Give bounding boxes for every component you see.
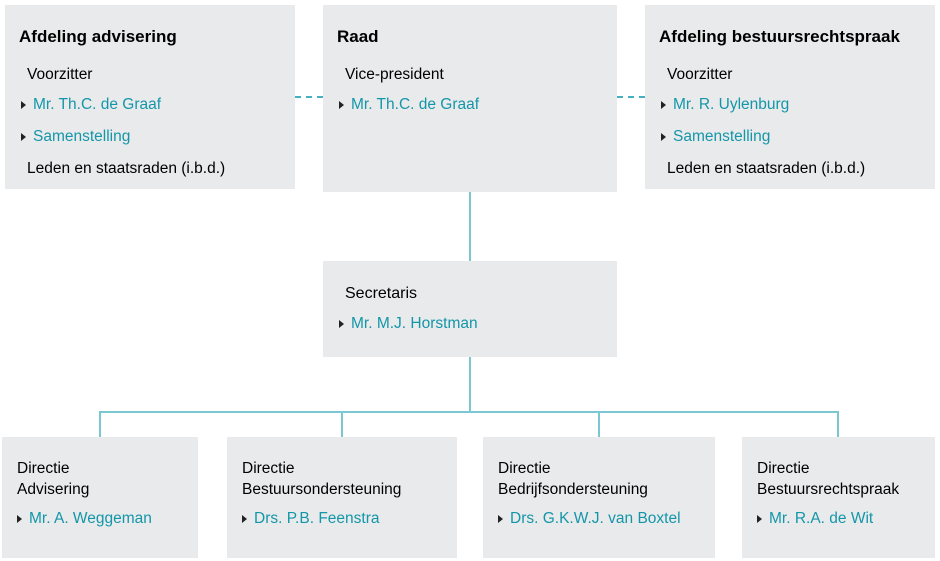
- box-title: Afdeling bestuursrechtspraak: [659, 27, 900, 46]
- arrow-right-icon: [661, 132, 666, 141]
- org-box-directie-bestuursondersteuning: Directie Bestuursondersteuning Drs. P.B.…: [227, 437, 457, 558]
- composition-link[interactable]: Samenstelling: [33, 128, 131, 145]
- connector-drop-directie-bestuursondersteuning: [341, 411, 343, 438]
- composition-link[interactable]: Samenstelling: [673, 128, 771, 145]
- director-link-row: Mr. A. Weggeman: [17, 509, 185, 528]
- secretary-link[interactable]: Mr. M.J. Horstman: [351, 315, 478, 332]
- connector-drop-directie-bedrijfsondersteuning: [598, 411, 600, 438]
- role-label: Voorzitter: [27, 66, 93, 83]
- role-label: Voorzitter: [667, 66, 733, 83]
- arrow-right-icon: [498, 514, 503, 523]
- chair-link[interactable]: Mr. R. Uylenburg: [673, 96, 790, 113]
- title-line2: Bestuursrechtspraak: [757, 481, 900, 498]
- composition-link-row: Samenstelling: [661, 127, 921, 146]
- arrow-right-icon: [17, 514, 22, 523]
- connector-dashed-advisering-raad: [295, 96, 323, 98]
- director-link-row: Mr. R.A. de Wit: [757, 509, 922, 528]
- connector-bus-horizontal: [99, 411, 839, 413]
- box-title: Directie Advisering: [17, 458, 185, 500]
- director-link[interactable]: Drs. P.B. Feenstra: [254, 510, 380, 527]
- connector-secretaris-bus: [469, 357, 471, 413]
- members-note: Leden en staatsraden (i.b.d.): [27, 160, 226, 177]
- chair-link-row: Mr. Th.C. de Graaf: [339, 95, 603, 114]
- box-title: Directie Bedrijfsondersteuning: [498, 458, 702, 500]
- arrow-right-icon: [339, 319, 344, 328]
- title-line2: Bedrijfsondersteuning: [498, 481, 648, 498]
- secretary-link-row: Mr. M.J. Horstman: [339, 314, 605, 333]
- org-box-raad: Raad Vice-president Mr. Th.C. de Graaf: [323, 5, 617, 192]
- connector-dashed-raad-bestuursrechtspraak: [617, 96, 645, 98]
- arrow-right-icon: [661, 100, 666, 109]
- box-title: Directie Bestuursondersteuning: [242, 458, 444, 500]
- box-title: Raad: [337, 27, 379, 46]
- title-line2: Bestuursondersteuning: [242, 481, 402, 498]
- org-box-directie-bedrijfsondersteuning: Directie Bedrijfsondersteuning Drs. G.K.…: [483, 437, 715, 558]
- box-title: Directie Bestuursrechtspraak: [757, 458, 922, 500]
- chair-link[interactable]: Mr. Th.C. de Graaf: [351, 96, 480, 113]
- org-box-directie-bestuursrechtspraak: Directie Bestuursrechtspraak Mr. R.A. de…: [742, 437, 935, 558]
- connector-drop-directie-advisering: [99, 411, 101, 438]
- title-line1: Directie: [757, 460, 810, 477]
- members-note: Leden en staatsraden (i.b.d.): [667, 160, 866, 177]
- arrow-right-icon: [21, 100, 26, 109]
- connector-raad-secretaris: [469, 192, 471, 261]
- arrow-right-icon: [757, 514, 762, 523]
- chair-link-row: Mr. R. Uylenburg: [661, 95, 921, 114]
- arrow-right-icon: [242, 514, 247, 523]
- org-box-afdeling-advisering: Afdeling advisering Voorzitter Mr. Th.C.…: [5, 5, 295, 189]
- connector-drop-directie-bestuursrechtspraak: [837, 411, 839, 438]
- director-link[interactable]: Mr. R.A. de Wit: [769, 510, 874, 527]
- arrow-right-icon: [339, 100, 344, 109]
- box-title: Secretaris: [345, 285, 418, 302]
- org-box-afdeling-bestuursrechtspraak: Afdeling bestuursrechtspraak Voorzitter …: [645, 5, 935, 189]
- director-link-row: Drs. G.K.W.J. van Boxtel: [498, 509, 702, 528]
- title-line2: Advisering: [17, 481, 90, 498]
- director-link[interactable]: Mr. A. Weggeman: [29, 510, 152, 527]
- box-title: Afdeling advisering: [19, 27, 177, 46]
- director-link-row: Drs. P.B. Feenstra: [242, 509, 444, 528]
- title-line1: Directie: [242, 460, 295, 477]
- title-line1: Directie: [498, 460, 551, 477]
- role-label: Vice-president: [345, 66, 444, 83]
- composition-link-row: Samenstelling: [21, 127, 281, 146]
- chair-link-row: Mr. Th.C. de Graaf: [21, 95, 281, 114]
- org-box-directie-advisering: Directie Advisering Mr. A. Weggeman: [2, 437, 198, 558]
- title-line1: Directie: [17, 460, 70, 477]
- arrow-right-icon: [21, 132, 26, 141]
- director-link[interactable]: Drs. G.K.W.J. van Boxtel: [510, 510, 681, 527]
- org-box-secretaris: Secretaris Mr. M.J. Horstman: [323, 261, 617, 357]
- chair-link[interactable]: Mr. Th.C. de Graaf: [33, 96, 162, 113]
